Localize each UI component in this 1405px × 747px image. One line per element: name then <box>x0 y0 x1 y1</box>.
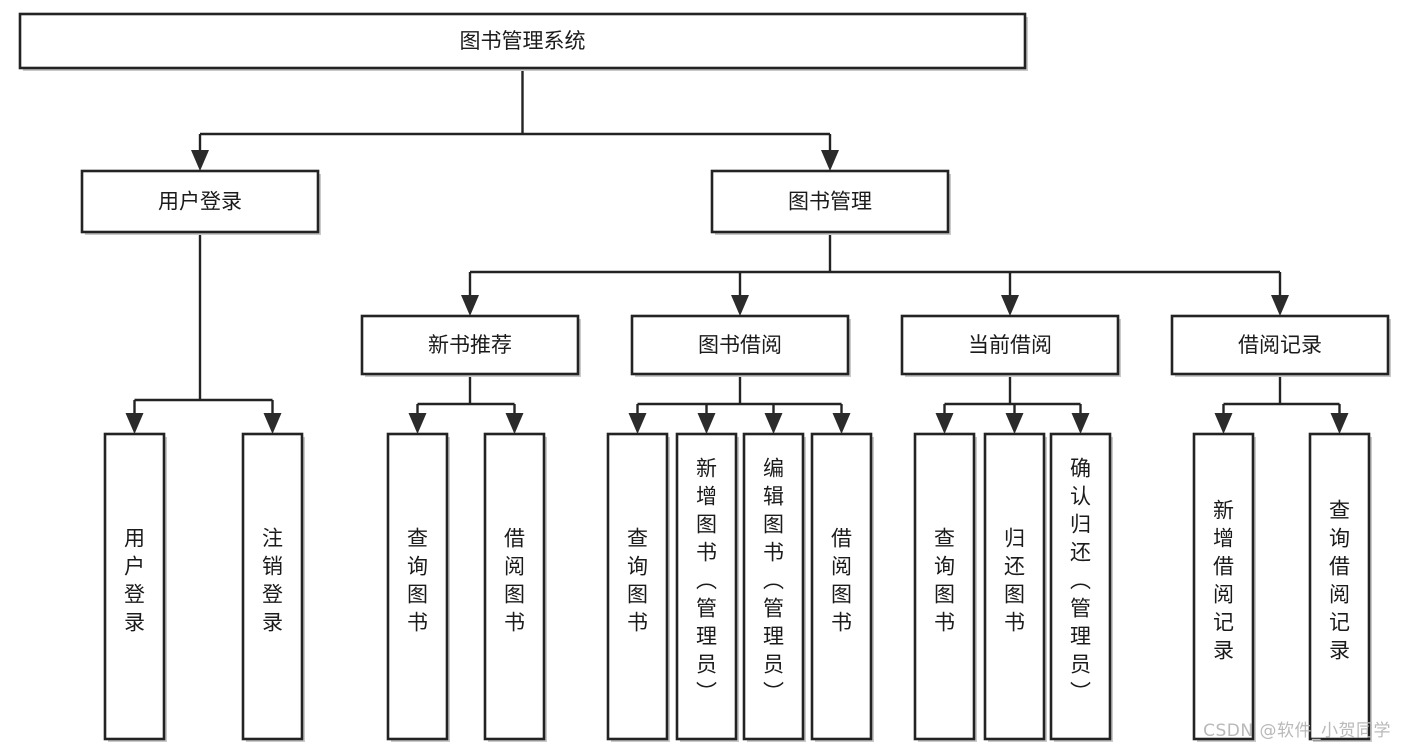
node-box[interactable] <box>360 314 580 376</box>
arrow-head-icon <box>191 150 209 171</box>
arrow-head-icon <box>461 295 479 316</box>
node-label: 归还图书 <box>1004 527 1025 635</box>
node-box[interactable] <box>983 432 1046 741</box>
arrow-head-icon <box>1005 413 1024 434</box>
node-leaf-borrow-book-2[interactable]: 借阅图书 <box>810 432 874 742</box>
node-book-manage[interactable]: 图书管理 <box>710 169 951 235</box>
node-label: 用户登录 <box>158 190 242 214</box>
arrow-head-icon <box>505 413 524 434</box>
node-label: 借阅记录 <box>1238 333 1322 357</box>
arrow-head-icon <box>821 150 839 171</box>
arrow-head-icon <box>1001 295 1019 316</box>
arrow-head-icon <box>1071 413 1090 434</box>
node-box[interactable] <box>103 432 166 741</box>
node-label: 图书借阅 <box>698 333 782 357</box>
edge-group-root <box>191 68 839 171</box>
node-label: 确认归还︵管理员︶ <box>1070 457 1091 705</box>
node-leaf-query-book-2[interactable]: 查询图书 <box>606 432 670 742</box>
node-box[interactable] <box>1049 432 1112 741</box>
node-leaf-logout[interactable]: 注销登录 <box>241 432 305 742</box>
node-label: 图书管理系统 <box>460 29 586 53</box>
arrow-head-icon <box>764 413 783 434</box>
node-leaf-borrow-book-1[interactable]: 借阅图书 <box>483 432 547 742</box>
arrow-head-icon <box>1330 413 1349 434</box>
node-label: 新增图书︵管理员︶ <box>696 457 717 705</box>
nodes-layer: 图书管理系统用户登录图书管理新书推荐图书借阅当前借阅借阅记录用户登录注销登录查询… <box>18 12 1391 742</box>
node-label: 查询图书 <box>934 527 955 635</box>
node-leaf-return-book[interactable]: 归还图书 <box>983 432 1047 742</box>
arrow-head-icon <box>263 413 282 434</box>
arrow-head-icon <box>935 413 954 434</box>
node-label: 当前借阅 <box>968 333 1052 357</box>
arrow-head-icon <box>697 413 716 434</box>
node-label: 查询图书 <box>407 527 428 635</box>
node-leaf-query-record[interactable]: 查询借阅记录 <box>1308 432 1372 742</box>
arrow-head-icon <box>1214 413 1233 434</box>
watermark-text: CSDN @软件_小贺同学 <box>1203 721 1391 741</box>
node-leaf-edit-book[interactable]: 编辑图书︵管理员︶ <box>742 432 806 742</box>
node-leaf-user-login[interactable]: 用户登录 <box>103 432 167 742</box>
arrow-head-icon <box>125 413 144 434</box>
node-box[interactable] <box>900 314 1120 376</box>
node-leaf-add-book[interactable]: 新增图书︵管理员︶ <box>675 432 739 742</box>
node-box[interactable] <box>710 169 950 234</box>
edge-group-borrow-record <box>1214 374 1349 434</box>
node-label: 新增借阅记录 <box>1213 499 1234 663</box>
node-label: 借阅图书 <box>831 527 852 635</box>
arrow-head-icon <box>832 413 851 434</box>
node-box[interactable] <box>1308 432 1371 741</box>
node-root[interactable]: 图书管理系统 <box>18 12 1028 71</box>
node-box[interactable] <box>810 432 873 741</box>
arrow-head-icon <box>628 413 647 434</box>
node-box[interactable] <box>630 314 850 376</box>
node-box[interactable] <box>1170 314 1390 376</box>
node-label: 用户登录 <box>124 527 145 635</box>
node-leaf-query-book-1[interactable]: 查询图书 <box>386 432 450 742</box>
node-leaf-confirm-return[interactable]: 确认归还︵管理员︶ <box>1049 432 1113 742</box>
node-box[interactable] <box>913 432 976 741</box>
node-label: 编辑图书︵管理员︶ <box>763 457 784 705</box>
edge-group-current-borrow <box>935 374 1090 434</box>
node-box[interactable] <box>742 432 805 741</box>
node-box[interactable] <box>675 432 738 741</box>
node-label: 查询借阅记录 <box>1329 499 1350 663</box>
node-box[interactable] <box>483 432 546 741</box>
edge-group-book-manage <box>461 232 1289 316</box>
node-box[interactable] <box>241 432 304 741</box>
node-label: 新书推荐 <box>428 333 512 357</box>
node-borrow-record[interactable]: 借阅记录 <box>1170 314 1391 377</box>
node-box[interactable] <box>1192 432 1255 741</box>
node-leaf-add-record[interactable]: 新增借阅记录 <box>1192 432 1256 742</box>
node-label: 注销登录 <box>262 527 283 635</box>
node-new-book-rec[interactable]: 新书推荐 <box>360 314 581 377</box>
arrow-head-icon <box>408 413 427 434</box>
arrow-head-icon <box>1271 295 1289 316</box>
node-box[interactable] <box>80 169 320 234</box>
node-user-login[interactable]: 用户登录 <box>80 169 321 235</box>
arrow-head-icon <box>731 295 749 316</box>
node-box[interactable] <box>386 432 449 741</box>
node-book-borrow[interactable]: 图书借阅 <box>630 314 851 377</box>
node-leaf-query-book-3[interactable]: 查询图书 <box>913 432 977 742</box>
node-box[interactable] <box>606 432 669 741</box>
node-label: 借阅图书 <box>504 527 525 635</box>
edge-group-new-book-rec <box>408 374 524 434</box>
node-box[interactable] <box>18 12 1027 70</box>
edge-group-book-borrow <box>628 374 851 434</box>
edges-layer <box>125 68 1349 434</box>
node-current-borrow[interactable]: 当前借阅 <box>900 314 1121 377</box>
edge-group-user-login <box>125 232 282 434</box>
node-label: 查询图书 <box>627 527 648 635</box>
node-label: 图书管理 <box>788 190 872 214</box>
